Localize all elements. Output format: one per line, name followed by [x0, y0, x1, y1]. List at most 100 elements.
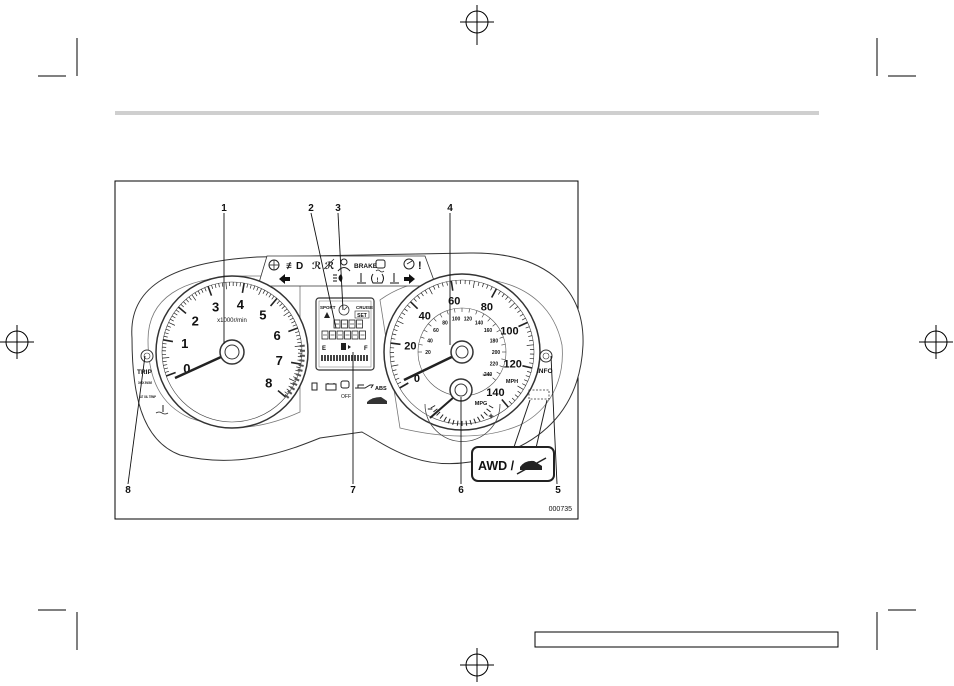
- kmh-tick: [418, 344, 423, 346]
- economy-tick: [473, 418, 477, 424]
- svg-text:!: !: [377, 278, 379, 284]
- tach-tick: [162, 339, 174, 343]
- cruise-label: CRUISE: [356, 305, 373, 310]
- kmh-label: 120: [464, 317, 473, 323]
- tach-tick: [188, 296, 192, 301]
- speedo-tick: [393, 373, 398, 376]
- mph-label: 140: [486, 387, 504, 399]
- warning-strip-icons: ≢D ℛ ℛ BRAKE !: [268, 258, 422, 284]
- fuel-bar-graph: [321, 355, 368, 361]
- slip-indicator-icon: [516, 457, 547, 475]
- tach-redline-mark: [298, 363, 304, 367]
- tach-tick: [296, 366, 301, 369]
- kmh-label: 20: [425, 350, 431, 356]
- fuel-bar-segment: [333, 355, 335, 361]
- tach-tick: [277, 389, 287, 398]
- speedo-tick: [407, 304, 411, 309]
- kmh-tick: [420, 336, 425, 339]
- tach-redline-mark: [292, 381, 298, 387]
- tach-tick: [249, 284, 252, 289]
- speedo-tick: [413, 298, 417, 302]
- speedo-tick: [514, 394, 519, 398]
- kmh-tick: [492, 323, 496, 327]
- tach-tick: [293, 376, 298, 379]
- footer-box: [534, 631, 839, 648]
- speedo-tick: [523, 379, 528, 382]
- speedo-tick: [424, 290, 428, 294]
- speedo-tick: [528, 335, 533, 337]
- fuel-bar-segment: [357, 355, 359, 361]
- kmh-label: 100: [452, 317, 461, 323]
- cluster-bezel: [147, 275, 301, 428]
- speedo-tick: [477, 281, 480, 287]
- tach-label: 0: [183, 361, 190, 376]
- fuel-low-icon: [311, 382, 318, 391]
- kmh-tick: [475, 310, 478, 315]
- tach-tick: [175, 309, 180, 313]
- speedo-tick: [420, 292, 424, 297]
- speedo-ticks: [389, 280, 534, 408]
- speedo-tick: [450, 280, 454, 291]
- tach-tick: [164, 370, 169, 373]
- tach-tick: [290, 382, 294, 386]
- tach-tick: [225, 282, 227, 290]
- fuel-e: E: [322, 346, 326, 352]
- callout-numbers: 1 2 3 4 5 6 7 8: [125, 203, 561, 496]
- tach-tick: [170, 318, 174, 322]
- tach-tick: [200, 288, 204, 293]
- kmh-label: 200: [492, 350, 501, 356]
- speedo-tick: [529, 362, 534, 364]
- speedo-tick: [508, 299, 512, 303]
- fuel-bar-segment: [327, 355, 329, 361]
- tach-tick: [289, 317, 294, 321]
- speedo-tick: [508, 400, 513, 405]
- economy-tick: [436, 411, 441, 416]
- tach-tick: [194, 292, 198, 297]
- tach-tick: [268, 293, 272, 298]
- speedo-tick: [505, 296, 509, 300]
- fuel-bar-segment: [342, 355, 344, 361]
- tpms-icon: !: [371, 273, 384, 284]
- speedo-tick: [390, 360, 395, 363]
- kmh-tick: [499, 365, 504, 368]
- kmh-label: 180: [490, 338, 499, 344]
- tach-tick: [165, 328, 170, 331]
- fuel-bar-segment: [351, 355, 353, 361]
- kmh-label: 40: [427, 338, 433, 344]
- speedo-tick: [417, 295, 421, 299]
- tach-tick: [295, 334, 301, 337]
- kmh-tick: [496, 329, 501, 333]
- callout-8: 8: [125, 485, 131, 496]
- tach-tick: [241, 282, 245, 294]
- vdc-off-icon: [340, 380, 350, 389]
- economy-tick: [465, 420, 468, 426]
- tach-redline-mark: [289, 386, 296, 391]
- tach-tick: [284, 391, 289, 395]
- mph-label: 80: [481, 301, 493, 313]
- tach-tick: [204, 287, 207, 292]
- speedo-tick: [404, 308, 408, 312]
- fuel-pump-icon: [341, 343, 351, 350]
- charge-icon: [325, 383, 337, 391]
- fuel-bar-segment: [324, 355, 326, 361]
- tach-tick: [269, 297, 278, 307]
- tach-label: 1: [181, 336, 188, 351]
- mph-label: 100: [500, 326, 518, 338]
- cruise-speedo-icon: [338, 304, 350, 316]
- airbag-icon: [337, 258, 351, 272]
- kmh-tick: [499, 336, 504, 339]
- mph-label: 40: [419, 311, 431, 323]
- tach-tick: [297, 341, 302, 344]
- economy-tick: [447, 418, 451, 424]
- speedo-tick: [517, 385, 524, 390]
- tach-tick: [163, 335, 168, 338]
- tach-label: 2: [192, 314, 199, 329]
- tach-tick: [283, 308, 288, 312]
- at-oil-temp-label: AT OIL TEMP: [140, 394, 156, 399]
- tach-tick: [279, 303, 283, 307]
- triangle-icon: [324, 312, 330, 318]
- tach-tick: [271, 295, 275, 300]
